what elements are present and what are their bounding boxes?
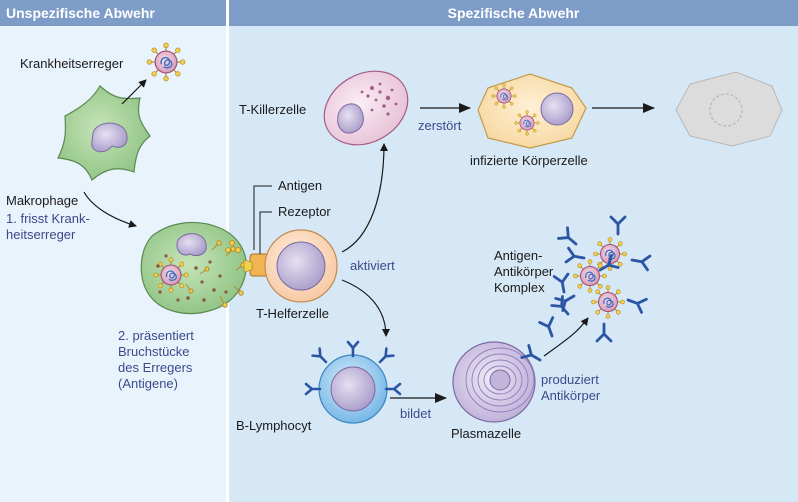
label-antigen: Antigen xyxy=(278,178,323,193)
label-zerstoert: zerstört xyxy=(418,118,462,133)
header-bar-left xyxy=(0,0,226,26)
label-plasmazelle: Plasmazelle xyxy=(451,426,522,441)
t-helper-cell xyxy=(264,229,338,303)
header-bar-right xyxy=(229,0,798,26)
label-praesentiert-1: 2. präsentiert xyxy=(118,328,194,343)
arrow-activates-blymph xyxy=(341,279,390,337)
label-krankheitserreger: Krankheitserreger xyxy=(20,56,124,71)
label-komplex-3: Komplex xyxy=(494,280,545,295)
label-komplex-1: Antigen- xyxy=(494,248,543,263)
header-specific: Spezifische Abwehr xyxy=(447,5,580,21)
label-praesentiert-2: Bruchstücke xyxy=(118,344,190,359)
label-produziert-2: Antikörper xyxy=(541,388,601,403)
label-t-killerzelle: T-Killerzelle xyxy=(239,102,307,117)
arrow-macrophage-presenting xyxy=(83,191,137,228)
label-bildet: bildet xyxy=(400,406,432,421)
arrow-produces-antibody xyxy=(543,317,589,357)
pointer-rezeptor xyxy=(259,211,272,254)
label-b-lymphocyt: B-Lymphocyt xyxy=(236,418,312,433)
label-makrophage: Makrophage xyxy=(6,193,79,208)
arrow-activates-killer xyxy=(341,143,388,253)
destroyed-cell xyxy=(675,71,783,147)
label-komplex-2: Antikörper xyxy=(494,264,554,279)
b-lymphocyte xyxy=(304,340,402,424)
pathogen-virus-free xyxy=(146,42,186,82)
t-killer-cell xyxy=(323,70,409,146)
label-frisst-2: heitserreger xyxy=(6,227,76,242)
label-praesentiert-3: des Erregers xyxy=(118,360,193,375)
infected-body-cell xyxy=(477,73,587,149)
pointer-antigen xyxy=(253,185,272,250)
header-unspecific: Unspezifische Abwehr xyxy=(6,5,155,21)
label-aktiviert: aktiviert xyxy=(350,258,395,273)
label-t-helferzelle: T-Helferzelle xyxy=(256,306,329,321)
arrow-to-pathogen xyxy=(121,79,147,105)
label-rezeptor: Rezeptor xyxy=(278,204,331,219)
macrophage-eating xyxy=(57,85,151,181)
label-frisst-1: 1. frisst Krank- xyxy=(6,211,90,226)
label-produziert-1: produziert xyxy=(541,372,599,387)
label-praesentiert-4: (Antigene) xyxy=(118,376,178,391)
plasma-cell xyxy=(452,341,536,423)
label-infizierte: infizierte Körperzelle xyxy=(470,153,588,168)
macrophage-presenting xyxy=(140,221,247,315)
